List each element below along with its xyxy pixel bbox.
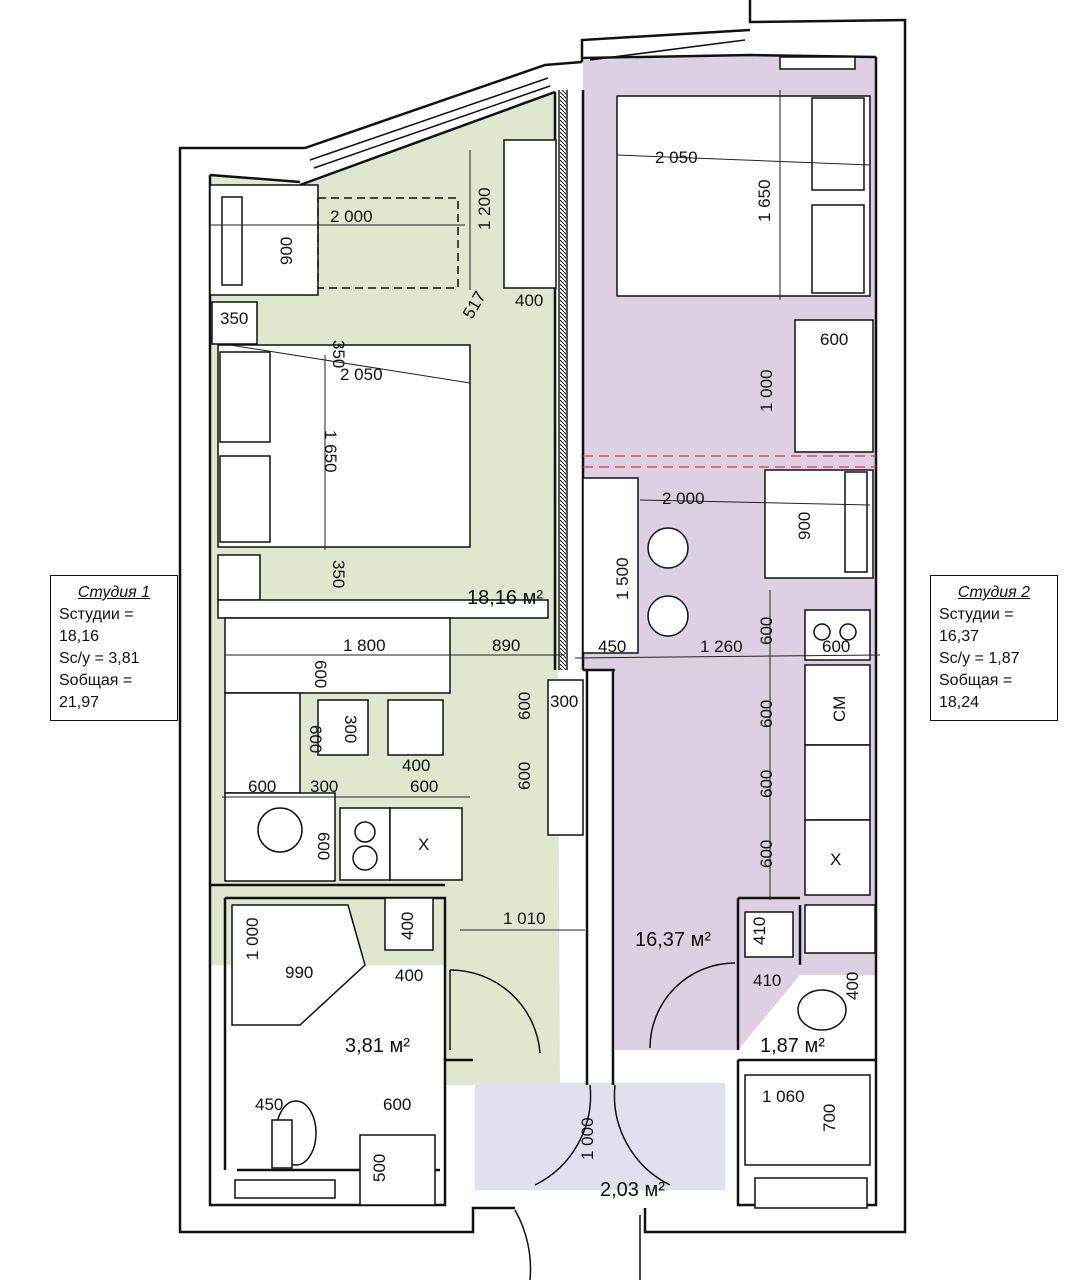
dim-450a: 450: [255, 1095, 283, 1114]
studio1-legend: Студия 1 Sстудии = 18,16 Sс/у = 3,81 Sоб…: [50, 575, 178, 721]
dim-600c: 600: [248, 777, 276, 796]
oven2: [804, 819, 871, 896]
shelf1: [547, 679, 584, 836]
dim-300c: 300: [550, 692, 578, 711]
studio2-legend: Студия 2 Sстудии = 16,37 Sс/у = 1,87 Sоб…: [930, 575, 1058, 721]
dim-600i: 600: [820, 330, 848, 349]
oven1: [389, 807, 463, 881]
dim-1200: 1 200: [475, 187, 494, 230]
dim-890: 890: [492, 636, 520, 655]
dim-400c: 400: [398, 912, 417, 940]
studio1-legend-line: Sс/у = 3,81: [59, 650, 140, 667]
dim-400e: 400: [843, 972, 862, 1000]
studio2-legend-line: Sобщая = 18,24: [939, 672, 1013, 711]
dimension-labels: 2 000 1 200 900 517 400 350 350 2 050 1 …: [220, 148, 862, 1182]
bathroom1-fixtures: [231, 897, 436, 1206]
dim-300b: 300: [310, 777, 338, 796]
dim-1000a: 1 000: [243, 917, 262, 960]
dim-990: 990: [285, 963, 313, 982]
dim-600b: 600: [306, 725, 325, 753]
studio1-legend-line: Sобщая = 21,97: [59, 672, 133, 711]
dim-600g: 600: [314, 832, 333, 860]
studio1-legend-line: Sстудии = 18,16: [59, 606, 134, 645]
chair2: [387, 699, 444, 756]
hall-area-label: 2,03 м²: [600, 1179, 665, 1201]
studio2-area-label: 16,37 м²: [635, 929, 711, 951]
doors: [449, 962, 736, 1280]
dim-600j: 600: [757, 617, 776, 645]
washer1: [384, 897, 434, 951]
dim-400a: 400: [515, 291, 543, 310]
dim-410b: 410: [753, 971, 781, 990]
studio1-area-label: 18,16 м²: [467, 587, 543, 609]
dim-1060: 1 060: [762, 1087, 805, 1106]
dim-600e: 600: [515, 692, 534, 720]
dim-1260: 1 260: [700, 637, 743, 656]
bathroom2-area-label: 1,87 м²: [760, 1035, 825, 1057]
dim-400b: 400: [402, 756, 430, 775]
dim-410a: 410: [750, 917, 769, 945]
dim-1650a: 1 650: [321, 430, 340, 473]
shower1: [231, 904, 366, 1026]
dim-1800: 1 800: [343, 636, 386, 655]
dim-2050b: 2 050: [655, 148, 698, 167]
dim-600d: 600: [410, 777, 438, 796]
oven1-label: X: [418, 835, 429, 854]
studio2-legend-line: Sстудии = 16,37: [939, 606, 1014, 645]
washer2-label: СМ: [830, 696, 849, 722]
dim-600l: 600: [757, 700, 776, 728]
studio2-furniture: [582, 95, 876, 1209]
dim-600m: 600: [757, 770, 776, 798]
bathroom2-walls: [736, 896, 876, 1062]
dim-600a: 600: [311, 660, 330, 688]
studio2-legend-title: Студия 2: [957, 584, 1031, 601]
sink1: [359, 1134, 436, 1206]
toilet2: [797, 989, 847, 1031]
dim-600n: 600: [757, 840, 776, 868]
chair1: [317, 699, 369, 756]
dim-600h: 600: [383, 1095, 411, 1114]
dim-1010: 1 010: [503, 909, 546, 928]
dim-500: 500: [370, 1154, 389, 1182]
studio2-room: [583, 55, 875, 1050]
bathroom1-area-label: 3,81 м²: [345, 1035, 410, 1057]
dim-1000b: 1 000: [578, 1117, 597, 1160]
dim-350a: 350: [220, 309, 248, 328]
wardrobe1: [503, 139, 557, 289]
dim-350c: 350: [329, 560, 348, 588]
dim-350b: 350: [329, 340, 348, 368]
dim-300a: 300: [341, 715, 360, 743]
dimension-lines: [210, 90, 881, 931]
red-dashed-lines: [583, 455, 876, 468]
dim-1500: 1 500: [613, 557, 632, 600]
dim-900b: 900: [795, 512, 814, 540]
dim-600f: 600: [515, 762, 534, 790]
dim-2000b: 2 000: [662, 489, 705, 508]
shelf2: [794, 319, 874, 453]
bathtub2: [744, 1074, 871, 1166]
dim-1000c: 1 000: [757, 369, 776, 412]
partition-wall: [558, 90, 568, 670]
studio2-legend-line: Sс/у = 1,87: [939, 650, 1020, 667]
dim-600k: 600: [822, 637, 850, 656]
windows: [309, 39, 856, 169]
oven2-label: X: [830, 850, 841, 869]
dim-2000a: 2 000: [330, 207, 373, 226]
dim-450b: 450: [598, 637, 626, 656]
dim-700: 700: [820, 1104, 839, 1132]
hall-area: [475, 1083, 725, 1190]
table2: [582, 477, 639, 654]
studio1-legend-title: Студия 1: [77, 584, 151, 601]
dim-400d: 400: [395, 966, 423, 985]
dim-2050a: 2 050: [340, 365, 383, 384]
sink2: [804, 744, 871, 821]
dim-1650b: 1 650: [755, 179, 774, 222]
dim-900a: 900: [277, 237, 296, 265]
